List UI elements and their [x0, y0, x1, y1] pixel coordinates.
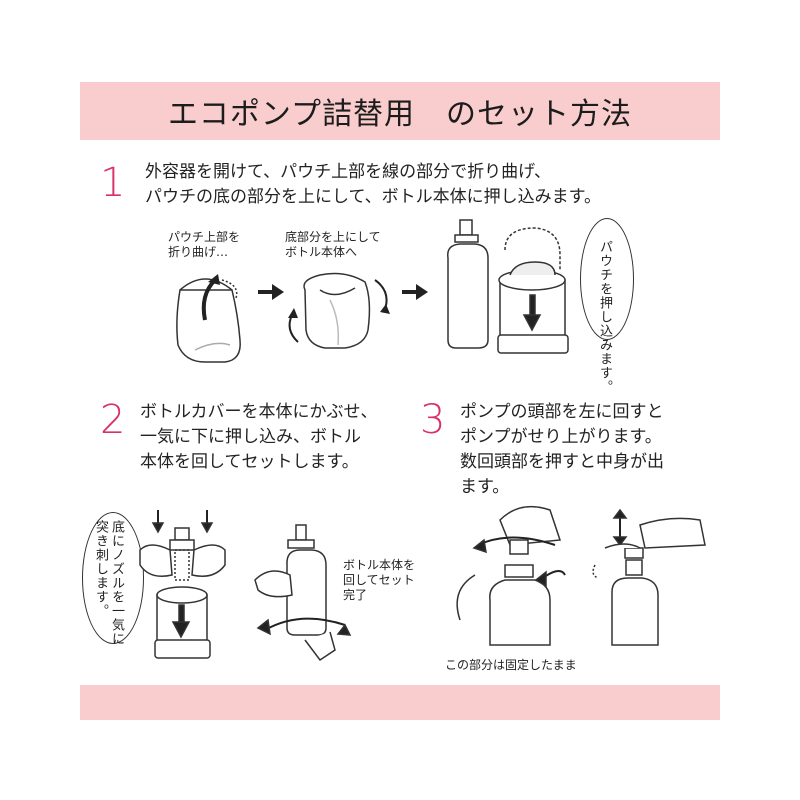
pouch-flipped-icon — [288, 272, 390, 349]
step-2-number: 2 — [100, 397, 126, 443]
pierce-label: 底にノズルを一気に 突き刺します。 — [93, 520, 124, 646]
press-down-icon — [139, 510, 226, 659]
rotate-label: ボトル本体を 回してセット 完了 — [343, 558, 416, 602]
fold-label: パウチ上部を 折り曲げ… — [168, 230, 241, 259]
title-banner: エコポンプ詰替用 のセット方法 — [80, 82, 720, 140]
arrow-right-icon — [402, 284, 428, 300]
step-3-text: ポンプの頭部を左に回すと ポンプがせり上がります。 数回頭部を押すと中身が出 ま… — [460, 402, 664, 497]
bottle-base-icon — [497, 227, 569, 354]
arrow-right-icon — [258, 284, 284, 300]
rotate-bottle-icon — [254, 524, 352, 662]
step-1-line: パウチの底の部分を上にして、ボトル本体に押し込みます。 — [145, 187, 601, 207]
step-1-line: 外容器を開けて、パウチ上部を線の部分で折り曲げ、 — [145, 162, 551, 182]
push-bubble — [580, 218, 634, 340]
pump-press-icon — [592, 508, 706, 646]
pierce-bubble — [82, 512, 144, 644]
pouch-folded-icon — [176, 274, 241, 363]
twist-pump-icon — [456, 505, 566, 646]
step-3-number: 3 — [420, 397, 446, 443]
step-2-text: ボトルカバーを本体にかぶせ、 一気に下に押し込み、ボトル 本体を回してセットしま… — [140, 402, 378, 472]
push-label: パウチを押し込みます。 — [597, 240, 612, 394]
page-title: エコポンプ詰替用 のセット方法 — [167, 97, 633, 132]
step-1-text: 外容器を開けて、パウチ上部を線の部分で折り曲げ、 パウチの底の部分を上にして、ボ… — [145, 160, 601, 210]
fixed-label: この部分は固定したまま — [445, 658, 577, 672]
flip-label: 底部分を上にして ボトル本体へ — [285, 230, 381, 259]
footer-bar — [80, 685, 720, 720]
bottle-icon — [447, 219, 489, 349]
step-1-number: 1 — [100, 160, 126, 206]
